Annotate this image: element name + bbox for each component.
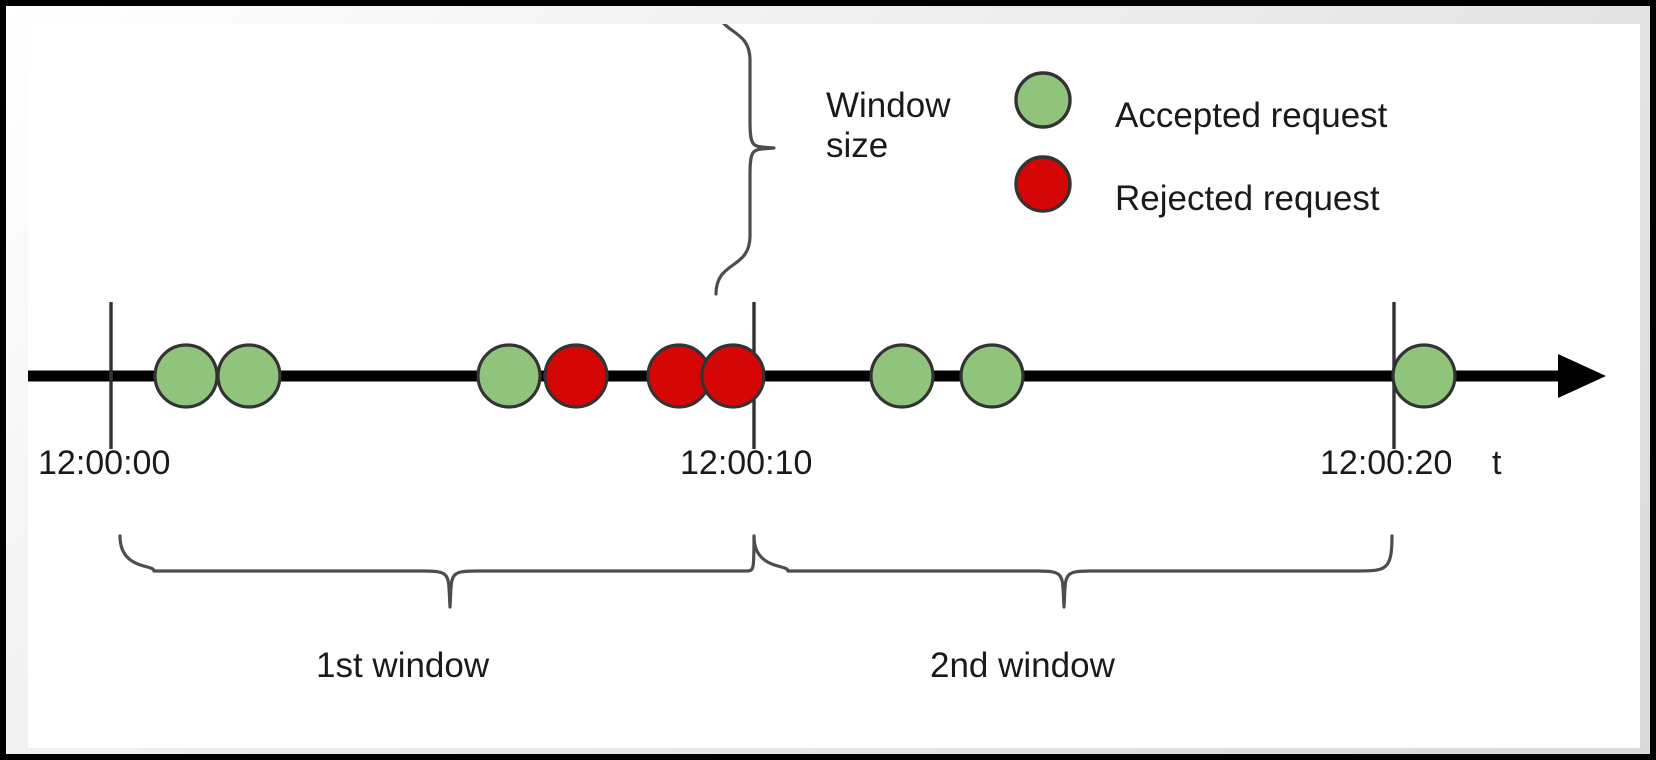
legend-label-accepted: Accepted request [1115,96,1388,135]
first-window-label: 1st window [316,646,490,685]
request-marker-rejected [543,343,609,409]
request-marker-accepted [1391,343,1457,409]
legend-accepted-circle-icon [1014,71,1072,129]
window-size-label: Window size [826,86,950,167]
first-window-brace [118,534,756,609]
request-marker-rejected [700,343,766,409]
window-size-label-line2: size [826,126,889,166]
window-size-brace [714,24,776,296]
request-marker-accepted [476,343,542,409]
diagram-vector-layer [28,24,1606,609]
axis-tick-label-12-00-00: 12:00:00 [38,444,171,482]
window-size-label-line1: Window [826,86,951,125]
legend-label-rejected: Rejected request [1115,179,1380,218]
axis-tick-label-12-00-20: 12:00:20 [1320,444,1453,482]
time-axis-arrowhead [1558,354,1606,398]
request-marker-accepted [153,343,219,409]
second-window-brace [752,534,1394,609]
request-marker-accepted [869,343,935,409]
diagram-canvas: Window size Accepted request Rejected re… [28,24,1640,748]
image-frame-bevel: Window size Accepted request Rejected re… [6,6,1650,754]
legend-rejected-circle-icon [1014,155,1072,213]
axis-variable-label: t [1492,444,1502,482]
axis-tick-label-12-00-10: 12:00:10 [680,444,813,482]
request-marker-accepted [959,343,1025,409]
second-window-label: 2nd window [930,646,1115,685]
request-marker-accepted [216,343,282,409]
